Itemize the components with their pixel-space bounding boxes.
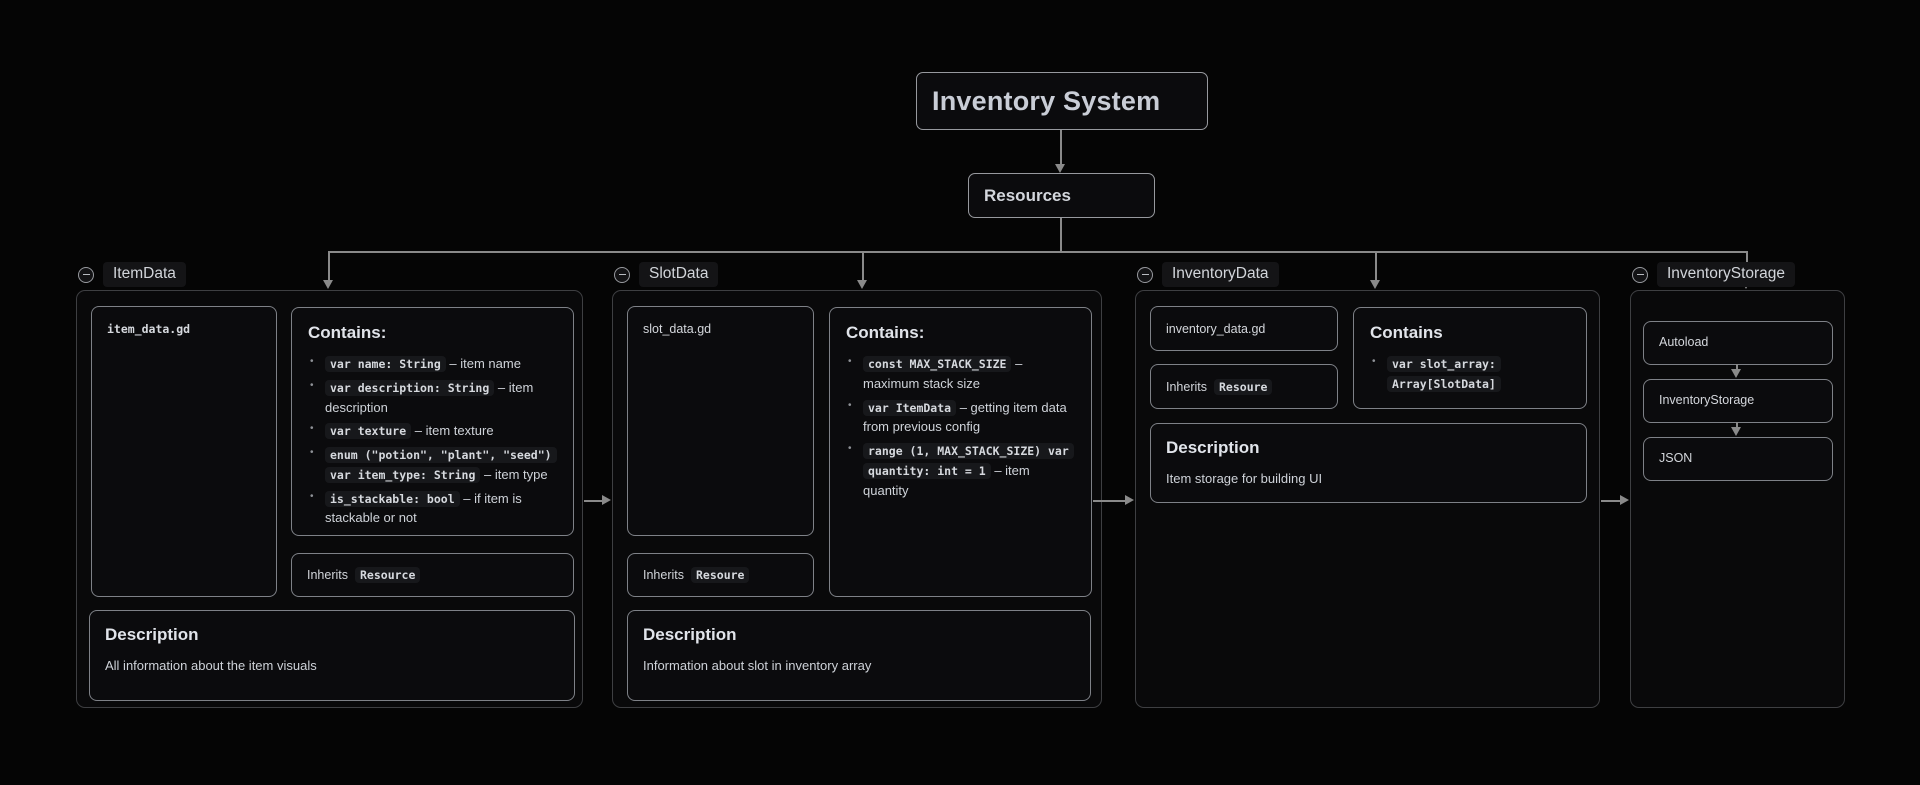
connector-arrowhead: [1731, 427, 1741, 436]
list-item: var description: String – item descripti…: [308, 378, 557, 418]
stack-label: JSON: [1659, 451, 1693, 465]
list-item: var texture – item texture: [308, 421, 557, 441]
list-item: enum ("potion", "plant", "seed") var ite…: [308, 445, 557, 485]
resources-label: Resources: [984, 185, 1071, 205]
list-item: var slot_array: Array[SlotData]: [1370, 354, 1570, 394]
node-file[interactable]: inventory_data.gd: [1150, 306, 1338, 351]
description-body: Item storage for building UI: [1166, 471, 1323, 486]
list-item: is_stackable: bool – if item is stackabl…: [308, 489, 557, 529]
file-label: item_data.gd: [107, 322, 191, 336]
description-body: All information about the item visuals: [105, 658, 317, 673]
contains-title: Contains:: [308, 323, 387, 342]
node-inherits[interactable]: Inherits Resource: [291, 553, 574, 597]
node-description[interactable]: Description All information about the it…: [89, 610, 575, 701]
inherits-code: Resource: [355, 567, 421, 583]
connector-line: [584, 500, 603, 502]
inherits-prefix: Inherits: [307, 568, 348, 582]
connector-line: [328, 251, 1748, 253]
node-resources[interactable]: Resources: [968, 173, 1155, 218]
connector-arrowhead: [1620, 495, 1629, 505]
node-json[interactable]: JSON: [1643, 437, 1833, 481]
connector-line: [862, 251, 864, 280]
connector-line: [1601, 500, 1621, 502]
list-item: const MAX_STACK_SIZE – maximum stack siz…: [846, 354, 1075, 394]
collapse-icon[interactable]: [1632, 266, 1648, 283]
list-item: var ItemData – getting item data from pr…: [846, 398, 1075, 438]
node-description[interactable]: Description Item storage for building UI: [1150, 423, 1587, 503]
contains-title: Contains:: [846, 323, 925, 342]
group-slotdata[interactable]: slot_data.gd Contains: const MAX_STACK_S…: [612, 290, 1102, 708]
connector-line: [1060, 130, 1062, 165]
node-description[interactable]: Description Information about slot in in…: [627, 610, 1091, 701]
group-header-inventorystorage: InventoryStorage: [1632, 262, 1796, 287]
collapse-icon[interactable]: [614, 266, 630, 283]
collapse-icon[interactable]: [1137, 266, 1153, 283]
description-title: Description: [643, 625, 737, 644]
group-header-slotdata: SlotData: [614, 262, 719, 287]
list-item: range (1, MAX_STACK_SIZE) var quantity: …: [846, 441, 1075, 500]
connector-arrowhead: [1125, 495, 1134, 505]
group-inventorydata[interactable]: inventory_data.gd Inherits Resoure Conta…: [1135, 290, 1600, 708]
node-file[interactable]: item_data.gd: [91, 306, 277, 597]
group-title[interactable]: ItemData: [103, 262, 186, 287]
connector-arrowhead: [323, 280, 333, 289]
node-autoload[interactable]: Autoload: [1643, 321, 1833, 365]
node-inherits[interactable]: Inherits Resoure: [1150, 364, 1338, 409]
stack-label: InventoryStorage: [1659, 393, 1755, 407]
connector-arrowhead: [1055, 164, 1065, 173]
inherits-code: Resoure: [1214, 378, 1273, 395]
connector-line: [1060, 218, 1062, 251]
connector-line: [1093, 500, 1126, 502]
node-inventory-system[interactable]: Inventory System: [916, 72, 1208, 130]
connector-line: [1736, 364, 1738, 370]
description-body: Information about slot in inventory arra…: [643, 658, 872, 673]
group-title[interactable]: InventoryStorage: [1657, 262, 1796, 287]
group-title[interactable]: InventoryData: [1162, 262, 1279, 287]
inherits-code: Resoure: [691, 567, 750, 583]
contains-list: var name: String – item name var descrip…: [308, 354, 557, 528]
node-inventorystorage[interactable]: InventoryStorage: [1643, 379, 1833, 423]
connector-arrowhead: [602, 495, 611, 505]
connector-arrowhead: [1370, 280, 1380, 289]
group-header-inventorydata: InventoryData: [1137, 262, 1279, 287]
file-label: inventory_data.gd: [1166, 322, 1266, 336]
stack-label: Autoload: [1659, 335, 1709, 349]
group-title[interactable]: SlotData: [639, 262, 719, 287]
node-contains[interactable]: Contains: const MAX_STACK_SIZE – maximum…: [829, 307, 1092, 597]
node-contains[interactable]: Contains var slot_array: Array[SlotData]: [1353, 307, 1587, 409]
contains-list: var slot_array: Array[SlotData]: [1370, 354, 1570, 394]
contains-list: const MAX_STACK_SIZE – maximum stack siz…: [846, 354, 1075, 500]
group-inventorystorage[interactable]: Autoload InventoryStorage JSON: [1630, 290, 1845, 708]
connector-arrowhead: [857, 280, 867, 289]
collapse-icon[interactable]: [78, 266, 94, 283]
connector-arrowhead: [1731, 369, 1741, 378]
list-item: var name: String – item name: [308, 354, 557, 374]
connector-line: [328, 251, 330, 280]
group-itemdata[interactable]: item_data.gd Contains: var name: String …: [76, 290, 583, 708]
connector-line: [1375, 251, 1377, 280]
description-title: Description: [105, 625, 199, 644]
node-file[interactable]: slot_data.gd: [627, 306, 814, 536]
group-header-itemdata: ItemData: [78, 262, 186, 287]
inherits-prefix: Inherits: [643, 568, 684, 582]
description-title: Description: [1166, 438, 1260, 457]
root-title: Inventory System: [932, 85, 1161, 116]
inherits-prefix: Inherits: [1166, 379, 1207, 394]
file-label: slot_data.gd: [643, 322, 712, 336]
node-inherits[interactable]: Inherits Resoure: [627, 553, 814, 597]
node-contains[interactable]: Contains: var name: String – item name v…: [291, 307, 574, 536]
connector-line: [1736, 422, 1738, 428]
contains-title: Contains: [1370, 323, 1443, 342]
